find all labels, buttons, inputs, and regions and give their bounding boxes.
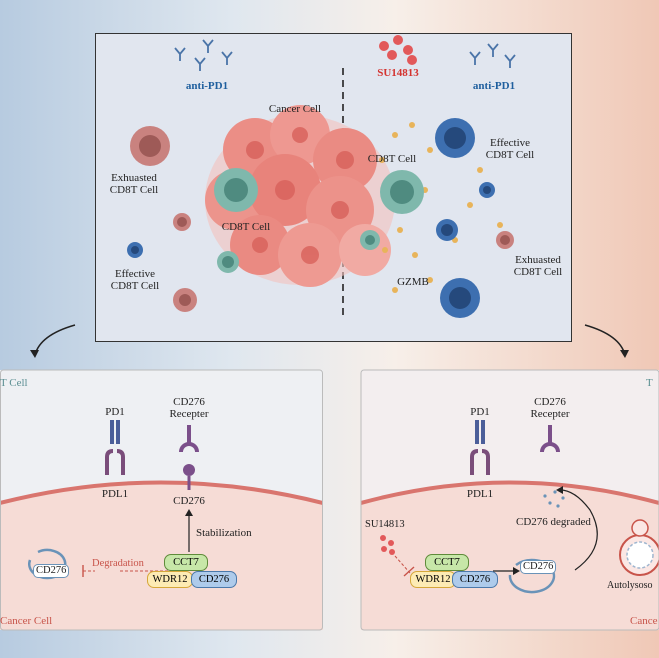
right-curve-arrow: [584, 324, 626, 356]
exhausted-label-left-line2: CD8T Cell: [109, 184, 159, 196]
left-mechanism-panel: [0, 370, 323, 630]
cancer-cell-label-left: Cancer Cell: [0, 615, 53, 627]
exhausted-tcell-left-bottom: [173, 288, 197, 312]
cd8t-label-right: CD8T Cell: [367, 153, 417, 165]
cd276-vesicle-left: CD276: [33, 564, 70, 578]
cd276-vesicle-right: CD276: [520, 560, 557, 574]
wdr12-box-right: WDR12: [410, 571, 456, 588]
exhausted-tcell-left-small: [173, 213, 191, 231]
cancer-cell-label: Cancer Cell: [268, 103, 322, 115]
cd276-label-left: CD276: [173, 495, 205, 507]
exhausted-tcell-left-large: [130, 126, 170, 166]
pdl1-label-right: PDL1: [466, 488, 494, 500]
pd1-label-right: PD1: [470, 406, 490, 418]
cd8t-cell-left-small: [217, 251, 239, 273]
effective-tcell-right-large: [435, 118, 475, 158]
effective-tcell-right-bottom: [440, 278, 480, 318]
degradation-label: Degradation: [92, 558, 144, 569]
anti-pd1-antibodies-right: [469, 43, 516, 68]
cd8t-label-left: CD8T Cell: [221, 221, 271, 233]
anti-pd1-antibodies-left: [174, 39, 233, 71]
cd276-receptor-right-line2: Recepter: [530, 408, 570, 420]
pd1-label-left: PD1: [105, 406, 125, 418]
left-curve-arrow: [34, 324, 76, 356]
cd8t-cell-right-small: [360, 230, 380, 250]
cancer-cell-cluster: [205, 105, 395, 287]
su14813-label: SU14813: [377, 67, 419, 79]
t-cell-label-right: T: [646, 377, 653, 389]
cd8t-cell-right: [380, 170, 424, 214]
cd276-receptor-left-line2: Recepter: [169, 408, 209, 420]
pdl1-label-left: PDL1: [101, 488, 129, 500]
right-panel-frame: [360, 369, 659, 631]
left-panel-frame: [0, 369, 323, 631]
cct7-box-left: CCT7: [164, 554, 208, 571]
gzmb-label: GZMB: [397, 276, 429, 288]
su14813-molecules: [379, 35, 417, 65]
effective-tcell-right-small: [479, 182, 495, 198]
autolysosome-label: Autolysoso: [607, 580, 653, 591]
cd276-receptor-left-line1: CD276: [173, 396, 205, 408]
exhausted-tcell-right: [496, 231, 514, 249]
cd276-box-right: CD276: [452, 571, 498, 588]
cd276-receptor-right-line1: CD276: [534, 396, 566, 408]
cct7-box-right: CCT7: [425, 554, 469, 571]
exhausted-label-left-line1: Exhuasted: [111, 172, 157, 184]
effective-tcell-left: [127, 242, 143, 258]
stabilization-label: Stabilization: [196, 527, 252, 539]
right-mechanism-panel: [361, 370, 659, 630]
t-cell-label-left: T Cell: [0, 377, 28, 389]
anti-pd1-label-left: anti-PD1: [185, 80, 229, 92]
effective-label-left-line2: CD8T Cell: [110, 280, 160, 292]
effective-label-right-line2: CD8T Cell: [485, 149, 535, 161]
cd276-box-left: CD276: [191, 571, 237, 588]
effective-label-right-line1: Effective: [489, 137, 531, 149]
wdr12-box-left: WDR12: [147, 571, 193, 588]
cancer-cell-label-right: Cance: [630, 615, 658, 627]
exhausted-label-right-line1: Exhuasted: [515, 254, 561, 266]
cd8t-cell-left: [214, 168, 258, 212]
su14813-label-right: SU14813: [365, 519, 405, 530]
exhausted-label-right-line2: CD8T Cell: [513, 266, 563, 278]
effective-label-left-line1: Effective: [114, 268, 156, 280]
effective-tcell-right-mid: [436, 219, 458, 241]
cd276-degraded-label: CD276 degraded: [516, 516, 591, 528]
anti-pd1-label-right: anti-PD1: [472, 80, 516, 92]
